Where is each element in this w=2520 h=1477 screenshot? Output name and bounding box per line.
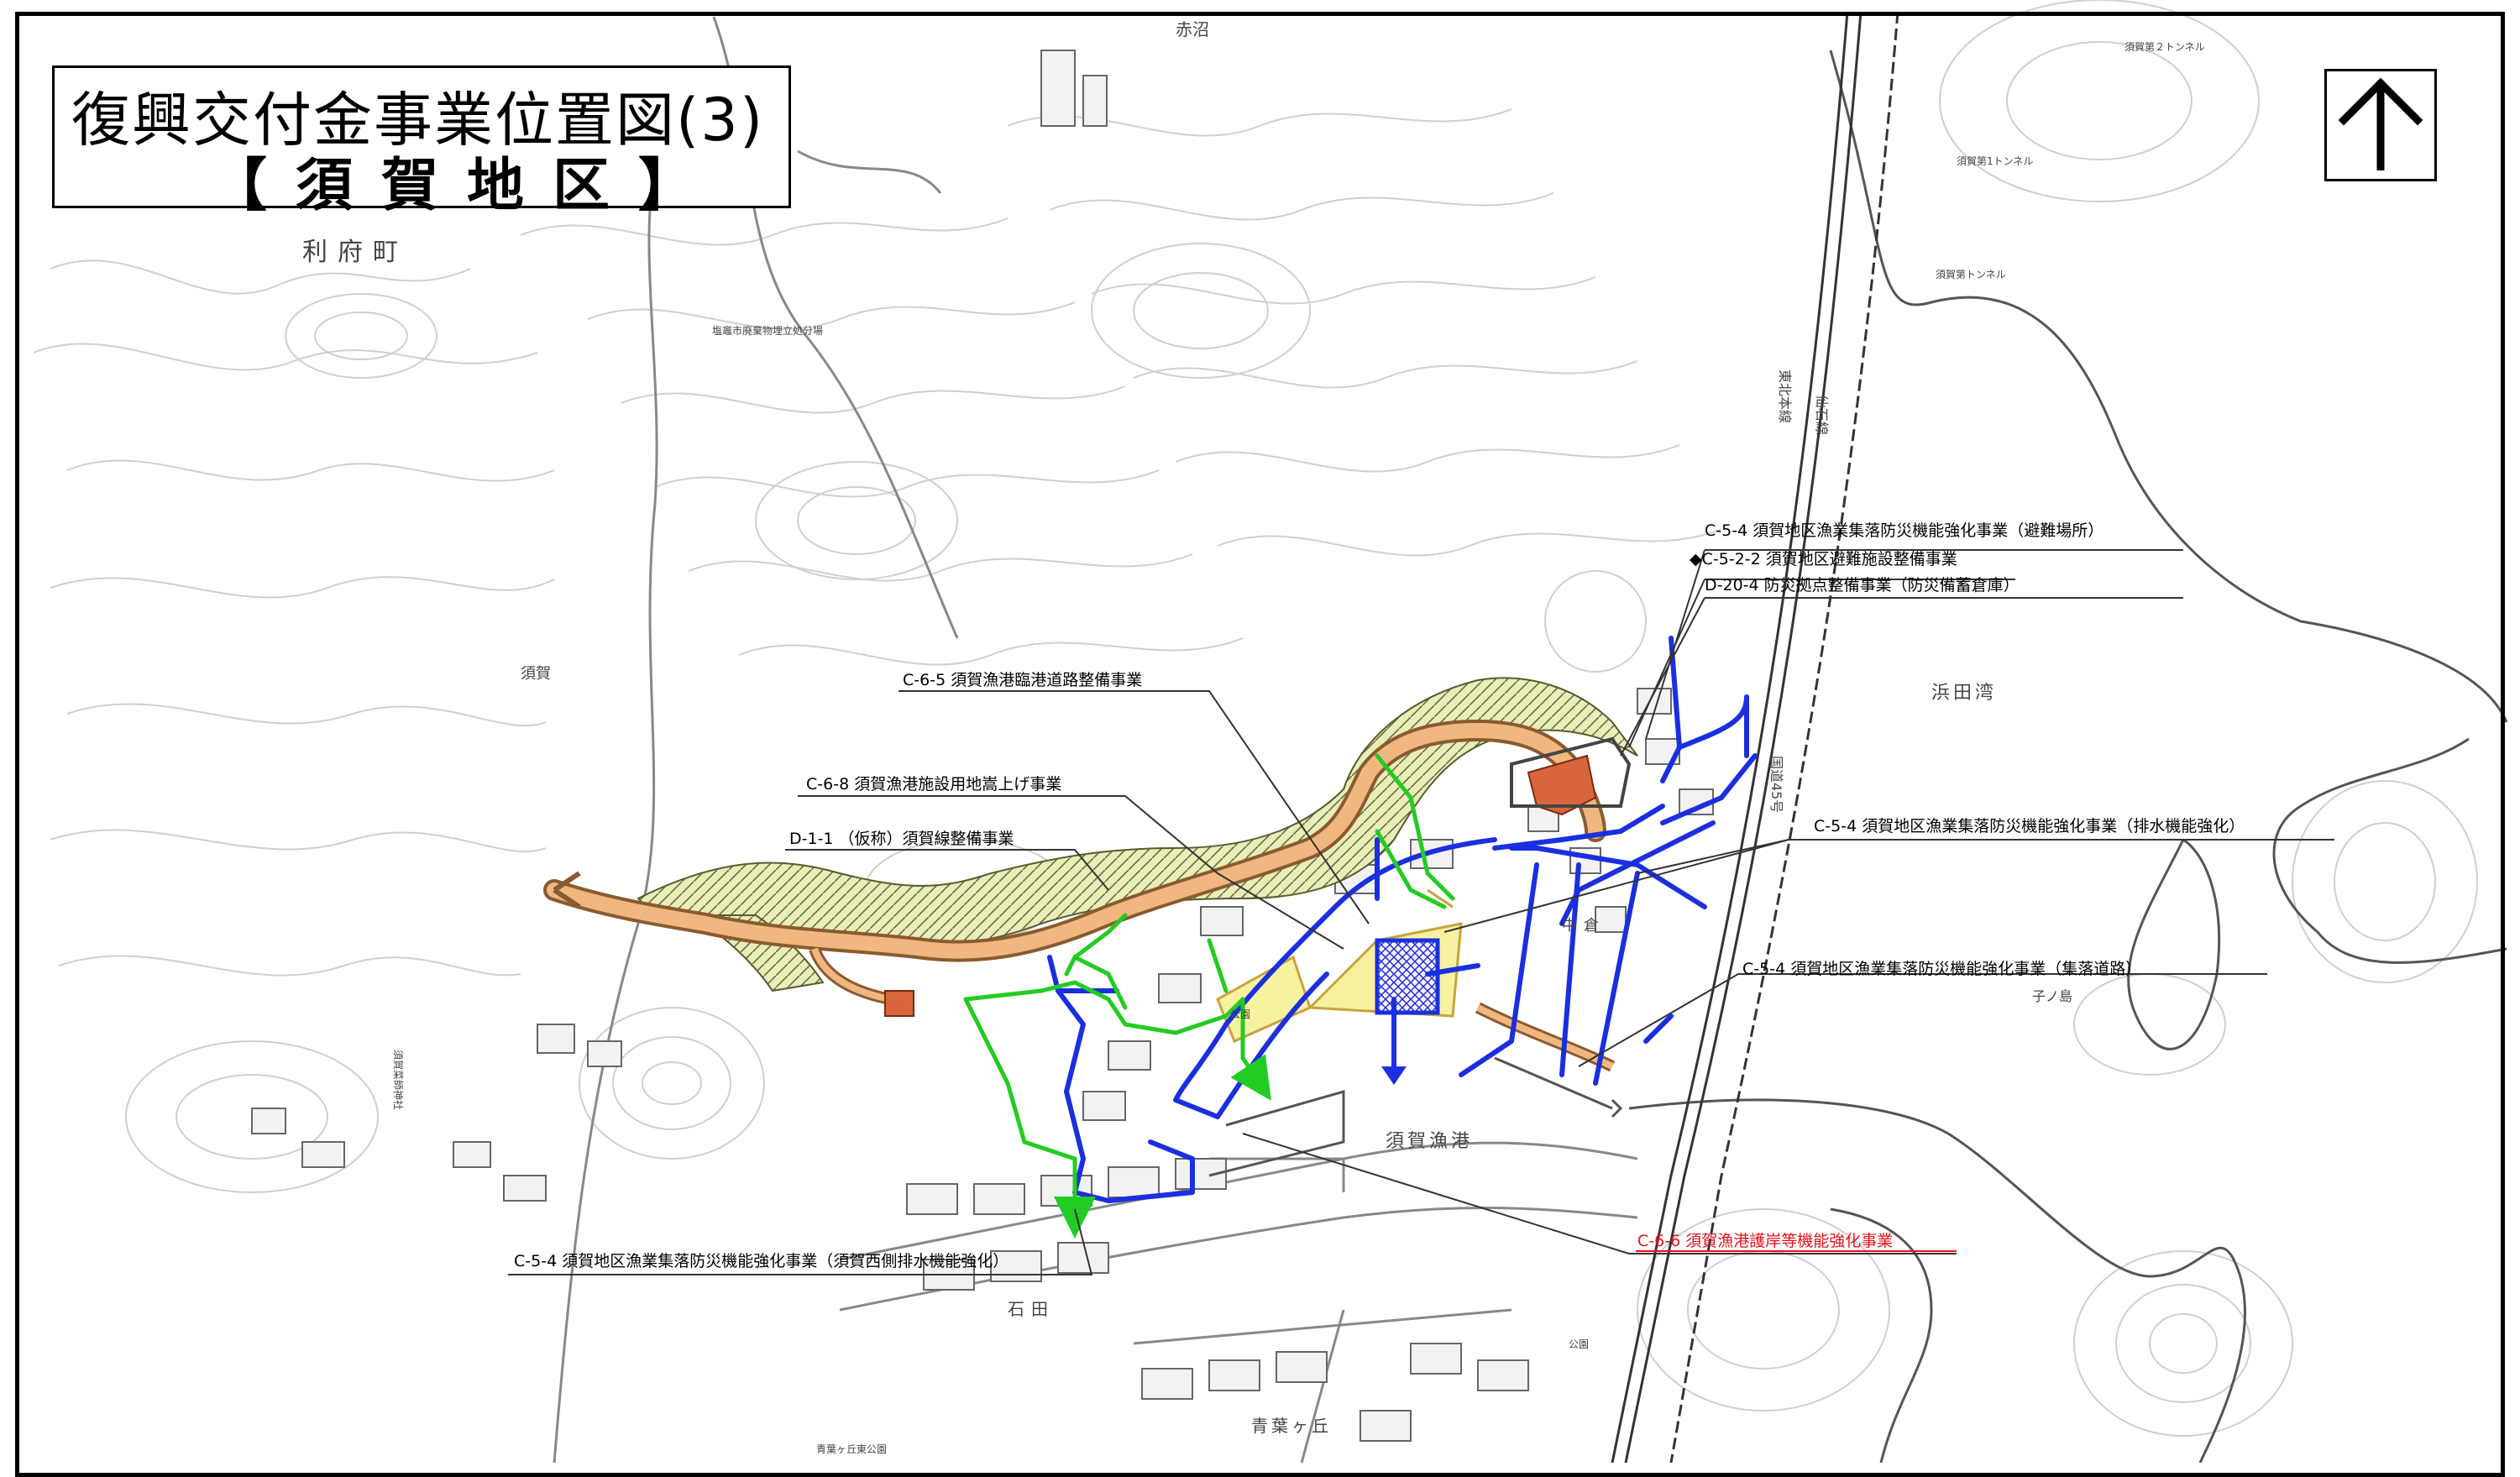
place-akanuma: 赤沼 — [1176, 19, 1209, 39]
place-shrine: 須賀菜師神社 — [392, 1050, 405, 1110]
label-c54-west: C-5-4 須賀地区漁業集落防災機能強化事業（須賀西側排水機能強化） — [514, 1252, 1009, 1270]
label-c54-drain: C-5-4 須賀地区漁業集落防災機能強化事業（排水機能強化） — [1814, 817, 2245, 835]
coastline — [1628, 50, 2508, 1463]
place-nakakura: 中倉 — [1562, 917, 1606, 935]
title-line1: 復興交付金事業位置図(3) — [71, 86, 765, 155]
harbour — [1208, 1056, 1623, 1177]
title-line2: 【須賀地区】 — [210, 153, 725, 219]
place-aobagaoka: 青葉ヶ丘 — [1251, 1416, 1332, 1436]
label-c54-evac: C-5-4 須賀地区漁業集落防災機能強化事業（避難場所） — [1705, 521, 2103, 540]
place-tunnel1: 須賀第1トンネル — [1957, 155, 2033, 167]
place-suga: 須賀 — [521, 665, 551, 683]
north-indicator — [2324, 69, 2437, 181]
leader-lines — [508, 549, 2334, 1275]
place-tunnel2: 須賀第２トンネル — [2124, 41, 2205, 53]
place-route45: 国道45号 — [1768, 756, 1784, 813]
label-c66: C-6-6 須賀漁港護岸等機能強化事業 — [1637, 1232, 1893, 1250]
place-hamadawan: 浜田湾 — [1931, 683, 1997, 704]
place-waste-site: 塩竈市廃棄物埋立処分場 — [712, 324, 823, 337]
north-arrow-icon — [2338, 77, 2423, 170]
place-tunnel: 須賀第トンネル — [1936, 269, 2006, 280]
facilities — [884, 736, 1632, 1017]
place-park: 公園 — [1230, 1008, 1250, 1020]
topographic-contours — [33, 0, 2478, 1437]
evacuation-routes — [963, 753, 1455, 1239]
label-c54-road: C-5-4 須賀地区漁業集落防災機能強化事業（集落道路） — [1742, 960, 2141, 978]
label-d11: D-1-1 （仮称）須賀線整備事業 — [789, 830, 1014, 848]
label-c522: ◆C-5-2-2 須賀地区避難施設整備事業 — [1690, 550, 1957, 568]
label-c65: C-6-5 須賀漁港臨港道路整備事業 — [903, 671, 1142, 689]
place-rifu: 利府町 — [302, 238, 408, 267]
place-nenoshima: 子ノ島 — [2032, 988, 2072, 1004]
place-park2: 公園 — [1569, 1338, 1589, 1350]
fill-area-c68 — [1216, 888, 1463, 1044]
label-d204: D-20-4 防災拠点整備事業（防災備蓄倉庫） — [1705, 576, 2020, 594]
buildings — [251, 50, 1714, 1442]
place-rail-senseki: 仙石線 — [1814, 395, 1830, 435]
place-ishida: 石田 — [1008, 1299, 1055, 1319]
place-sugagyoko: 須賀漁港 — [1386, 1131, 1473, 1152]
title-box: 復興交付金事業位置図(3) 【須賀地区】 — [52, 65, 791, 219]
place-aoba-park: 青葉ヶ丘東公園 — [816, 1443, 887, 1455]
place-rail-tohoku: 東北本線 — [1777, 369, 1793, 423]
railway-line — [1611, 11, 1899, 1463]
label-c68: C-6-8 須賀漁港施設用地嵩上げ事業 — [806, 775, 1061, 793]
new-road-d11 — [543, 719, 1616, 1072]
